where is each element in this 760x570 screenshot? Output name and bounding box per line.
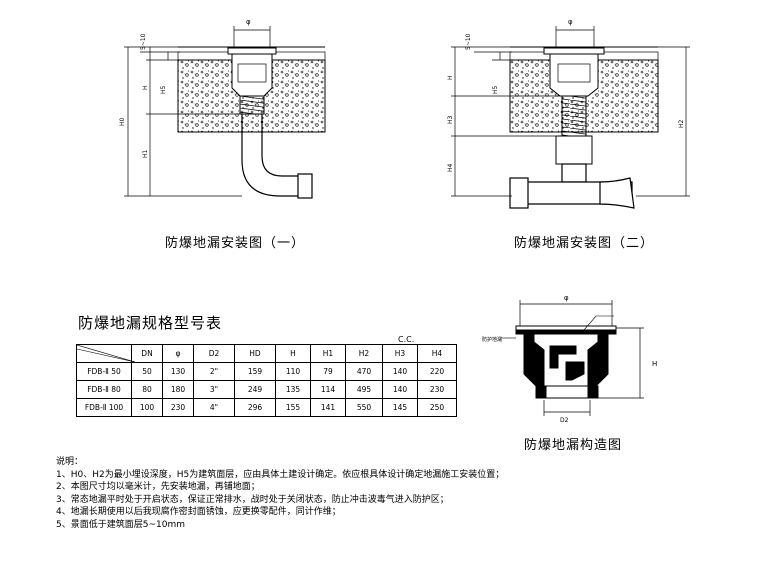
table-cell: 220 bbox=[417, 362, 457, 381]
table-row: FDB-Ⅱ 80 80 180 3" 249 135 114 495 140 2… bbox=[76, 380, 457, 399]
table-cell: 159 bbox=[234, 362, 276, 381]
floor-drain-body-1 bbox=[227, 47, 277, 115]
table-cell: 135 bbox=[275, 380, 311, 399]
table-row: FDB-Ⅱ 100 100 230 4" 296 155 141 550 145… bbox=[76, 398, 457, 417]
header-cell: H bbox=[275, 344, 311, 363]
header-cell: DN bbox=[131, 344, 163, 363]
dim-gap-1: 5~10 bbox=[140, 33, 147, 50]
table-cell: FDB-Ⅱ 80 bbox=[76, 380, 132, 399]
table-cell: 100 bbox=[131, 398, 163, 417]
table-cell: 249 bbox=[234, 380, 276, 399]
dim-h0-1: H0 bbox=[119, 117, 126, 126]
diagonal-lines bbox=[77, 345, 135, 362]
header-cell: H4 bbox=[417, 344, 457, 363]
dim-h2-2: H2 bbox=[678, 119, 685, 128]
table-cell: 230 bbox=[417, 380, 457, 399]
table-cell: 130 bbox=[162, 362, 194, 381]
caption-drawing-1: 防爆地漏安装图（一） bbox=[165, 236, 306, 251]
table-cell: 114 bbox=[310, 380, 346, 399]
table-cell: 110 bbox=[275, 362, 311, 381]
table-cell: 3" bbox=[193, 380, 235, 399]
dim-h3-2: H3 bbox=[447, 115, 454, 124]
notes-title: 说明： bbox=[56, 457, 84, 467]
label-protection-drain: 防护地漏 bbox=[482, 336, 502, 343]
notes-section: 说明： 1、H0、H2为最小埋设深度，H5为建筑面层，应由具体土建设计确定。依应… bbox=[56, 456, 736, 531]
note-item: 4、地漏长期使用以后我现腐作密封面锈蚀，应更换零配件，同计作维； bbox=[56, 507, 341, 517]
dimension-lines-2 bbox=[451, 26, 690, 197]
table-cell: 140 bbox=[382, 362, 418, 381]
table-cell: 2" bbox=[193, 362, 235, 381]
dim-phi-3: φ bbox=[564, 294, 569, 302]
dim-h-2: H bbox=[447, 75, 454, 80]
dim-gap-2: 5~10 bbox=[465, 33, 472, 50]
table-cell: 80 bbox=[131, 380, 163, 399]
floor-drain-body-2 bbox=[543, 47, 605, 165]
dim-d2-3: D2 bbox=[560, 417, 569, 424]
table-header-row: DN φ D2 HD H H1 H2 H3 H4 bbox=[76, 344, 457, 363]
table-cell: 180 bbox=[162, 380, 194, 399]
dimension-lines-1 bbox=[124, 26, 271, 197]
table-cell: 79 bbox=[310, 362, 346, 381]
table-cell: 155 bbox=[275, 398, 311, 417]
dim-h-1: H bbox=[142, 85, 149, 90]
dim-h5-2: H5 bbox=[492, 85, 499, 94]
header-diagonal-cell bbox=[76, 344, 135, 363]
table-unit: C.C. bbox=[398, 335, 415, 344]
table-cell: 250 bbox=[417, 398, 457, 417]
table-cell: FDB-Ⅱ 50 bbox=[76, 362, 132, 381]
header-cell: HD bbox=[234, 344, 276, 363]
header-cell: H3 bbox=[382, 344, 418, 363]
dim-h5-1: H5 bbox=[160, 85, 167, 94]
dimension-lines-3 bbox=[519, 300, 644, 416]
header-cell: H2 bbox=[345, 344, 383, 363]
spec-table: DN φ D2 HD H H1 H2 H3 H4 FDB-Ⅱ 50 50 130… bbox=[76, 344, 457, 417]
tee-pipe-2 bbox=[509, 163, 635, 209]
table-cell: 230 bbox=[162, 398, 194, 417]
dim-h4-2: H4 bbox=[447, 163, 454, 172]
elbow-pipe-1 bbox=[241, 114, 313, 199]
table-cell: FDB-Ⅱ 100 bbox=[76, 398, 132, 417]
dim-h1-1: H1 bbox=[142, 149, 149, 158]
note-item: 1、H0、H2为最小埋设深度，H5为建筑面层，应由具体土建设计确定。依应根具体设… bbox=[56, 469, 505, 480]
dim-h-3: H bbox=[652, 360, 657, 368]
note-item: 2、本图尺寸均以毫米计，先安装地漏，再铺地面； bbox=[56, 482, 260, 492]
dim-phi-2: φ bbox=[568, 18, 573, 26]
table-cell: 4" bbox=[193, 398, 235, 417]
header-cell: D2 bbox=[193, 344, 235, 363]
caption-drawing-3: 防爆地漏构造图 bbox=[524, 438, 623, 453]
table-cell: 550 bbox=[345, 398, 383, 417]
installation-drawing-1: φ 5~10 H5 H H0 H1 φ 5~10 H bbox=[119, 18, 690, 209]
table-cell: 296 bbox=[234, 398, 276, 417]
header-cell: φ bbox=[162, 344, 194, 363]
table-row: FDB-Ⅱ 50 50 130 2" 159 110 79 470 140 22… bbox=[76, 362, 457, 381]
header-cell: H1 bbox=[310, 344, 346, 363]
table-cell: 145 bbox=[382, 398, 418, 417]
note-item: 3、常态地漏平时处于开启状态，保证正常排水，战时处于关闭状态，防止冲击波毒气进入… bbox=[56, 494, 449, 505]
table-cell: 470 bbox=[345, 362, 383, 381]
table-cell: 141 bbox=[310, 398, 346, 417]
table-cell: 495 bbox=[345, 380, 383, 399]
caption-drawing-2: 防爆地漏安装图（二） bbox=[514, 236, 655, 251]
table-cell: 50 bbox=[131, 362, 163, 381]
note-item: 5、景面低于建筑面层5~10mm bbox=[56, 519, 185, 530]
drain-cross-section bbox=[500, 315, 617, 399]
table-title: 防爆地漏规格型号表 bbox=[78, 314, 223, 332]
table-cell: 140 bbox=[382, 380, 418, 399]
structure-drawing-3: 防护地漏 φ H D2 bbox=[482, 294, 657, 424]
dim-phi-1: φ bbox=[246, 18, 251, 26]
